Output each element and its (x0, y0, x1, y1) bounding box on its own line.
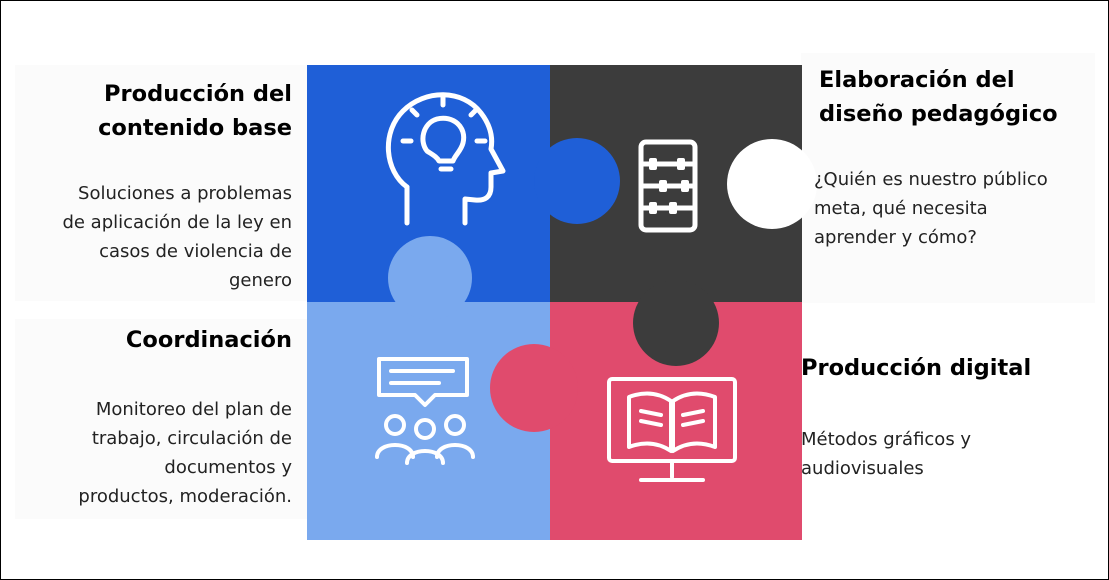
title-line: contenido base (98, 115, 292, 141)
desc-line: Métodos gráficos y (801, 429, 972, 450)
knob-top-center (534, 138, 620, 224)
panel-top-right (801, 53, 1095, 303)
title-produccion-contenido: Producción del contenido base (98, 77, 292, 145)
head-lightbulb-icon (386, 92, 506, 226)
desc-line: Soluciones a problemas (78, 183, 292, 204)
knob-bottom-center (490, 344, 578, 432)
monitor-book-icon (607, 377, 737, 482)
panel-bottom-left (15, 319, 307, 519)
desc-produccion-contenido: Soluciones a problemas de aplicación de … (62, 179, 292, 295)
desc-line: Monitoreo del plan de (95, 399, 292, 420)
title-line: Producción del (104, 81, 292, 107)
title-line: Elaboración del (819, 67, 1015, 93)
title-produccion-digital: Producción digital (801, 351, 1031, 385)
title-line: diseño pedagógico (819, 101, 1058, 127)
desc-line: audiovisuales (801, 458, 924, 479)
desc-line: ¿Quién es nuestro público (814, 169, 1048, 190)
desc-diseno-pedagogico: ¿Quién es nuestro público meta, qué nece… (814, 165, 1048, 252)
desc-line: genero (229, 270, 292, 291)
desc-coordinacion: Monitoreo del plan de trabajo, circulaci… (78, 395, 292, 511)
knob-right-notch (727, 139, 817, 229)
title-diseno-pedagogico: Elaboración del diseño pedagógico (819, 63, 1058, 131)
title-coordinacion: Coordinación (126, 323, 292, 357)
title-line: Coordinación (125, 327, 292, 353)
group-chat-icon (375, 357, 475, 465)
abacus-icon (638, 139, 698, 233)
desc-produccion-digital: Métodos gráficos y audiovisuales (801, 425, 971, 483)
desc-line: trabajo, circulación de (91, 428, 292, 449)
desc-line: documentos y (164, 457, 292, 478)
desc-line: meta, qué necesita (814, 198, 988, 219)
desc-line: casos de violencia de (99, 241, 292, 262)
desc-line: de aplicación de la ley en (62, 212, 292, 233)
desc-line: aprender y cómo? (814, 227, 977, 248)
knob-left-center (388, 236, 472, 320)
title-line: Producción digital (801, 355, 1032, 381)
knob-right-center (633, 280, 719, 366)
desc-line: productos, moderación. (78, 486, 292, 507)
panel-top-left (15, 65, 307, 301)
